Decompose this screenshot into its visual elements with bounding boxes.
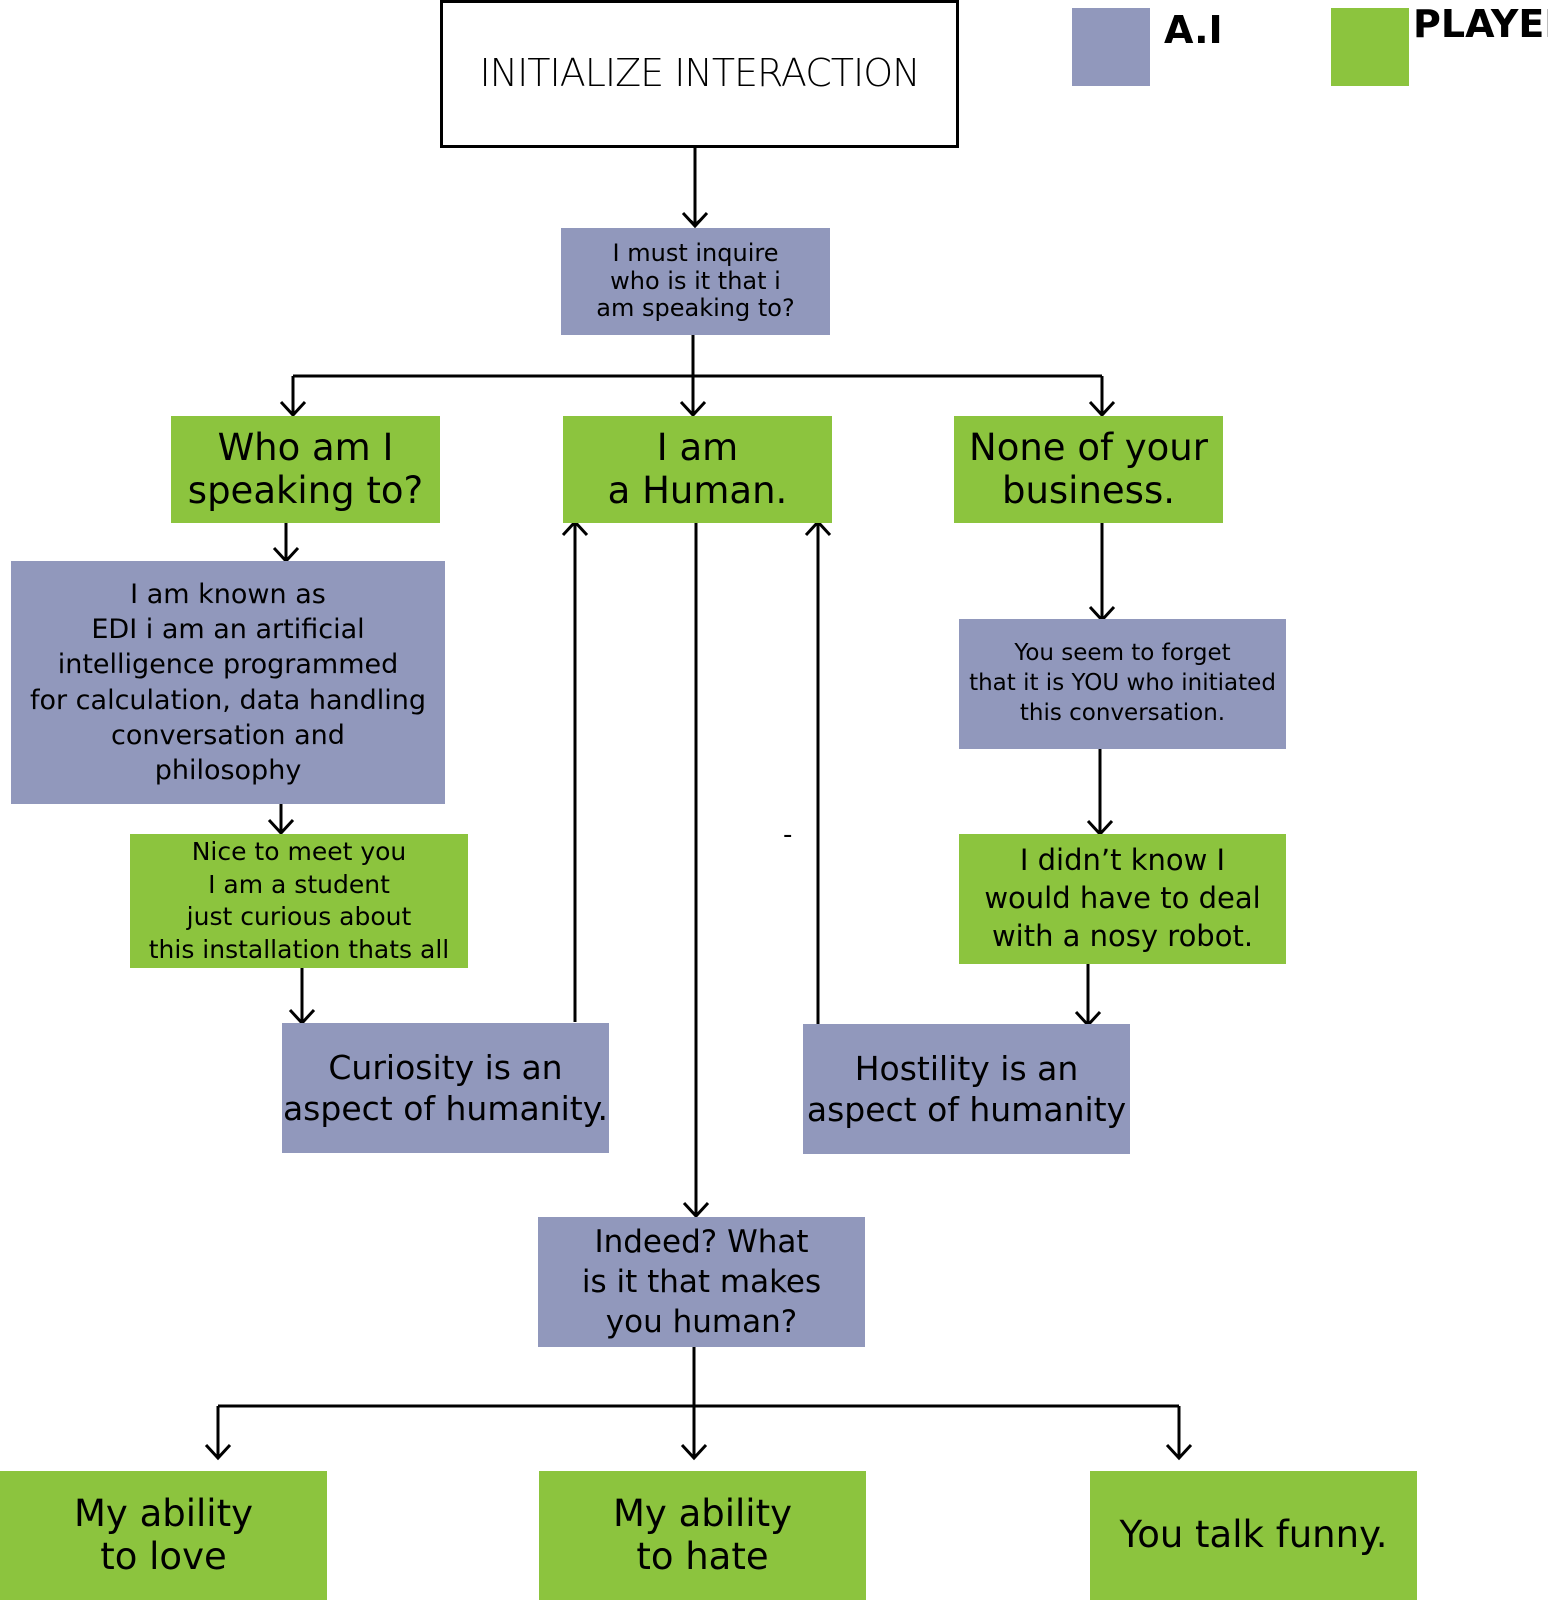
node-nosy-robot: I didn’t know I would have to deal with … [959, 834, 1286, 964]
node-inquire: I must inquire who is it that i am speak… [561, 228, 830, 335]
arrowhead [680, 1443, 708, 1461]
node-hostility: Hostility is an aspect of humanity [803, 1024, 1130, 1154]
arrowhead [679, 400, 707, 418]
edge-inquire-split [293, 333, 1102, 378]
arrowhead [204, 1443, 232, 1461]
arrowhead [1165, 1443, 1193, 1461]
node-you-seem-to-forget: You seem to forget that it is YOU who in… [959, 619, 1286, 749]
arrowhead [681, 211, 709, 229]
node-known-as-edi: I am known as EDI i am an artificial int… [11, 561, 445, 804]
node-my-ability-to-hate: My ability to hate [539, 1471, 866, 1600]
legend-swatch-ai [1072, 8, 1150, 86]
node-you-talk-funny: You talk funny. [1090, 1471, 1417, 1600]
stray-dash-mark: - [783, 820, 793, 850]
node-indeed-what-makes-you-human: Indeed? What is it that makes you human? [538, 1217, 865, 1347]
arrowhead [267, 818, 295, 836]
node-none-of-your-business: None of your business. [954, 416, 1223, 523]
node-nice-to-meet-you: Nice to meet you I am a student just cur… [130, 834, 468, 968]
legend-swatch-player [1331, 8, 1409, 86]
arrowhead [682, 1201, 710, 1219]
legend-label-player: PLAYER [1413, 2, 1548, 46]
node-my-ability-to-love: My ability to love [0, 1471, 327, 1600]
edge-indeed-split [218, 1345, 1179, 1408]
node-i-am-a-human: I am a Human. [563, 416, 832, 523]
node-who-am-i-speaking-to: Who am I speaking to? [171, 416, 440, 523]
node-initialize-interaction: INITIALIZE INTERACTION [440, 0, 959, 148]
node-curiosity: Curiosity is an aspect of humanity. [282, 1023, 609, 1153]
arrowhead [1088, 400, 1116, 418]
legend-label-ai: A.I [1164, 8, 1223, 52]
arrowhead [279, 400, 307, 418]
